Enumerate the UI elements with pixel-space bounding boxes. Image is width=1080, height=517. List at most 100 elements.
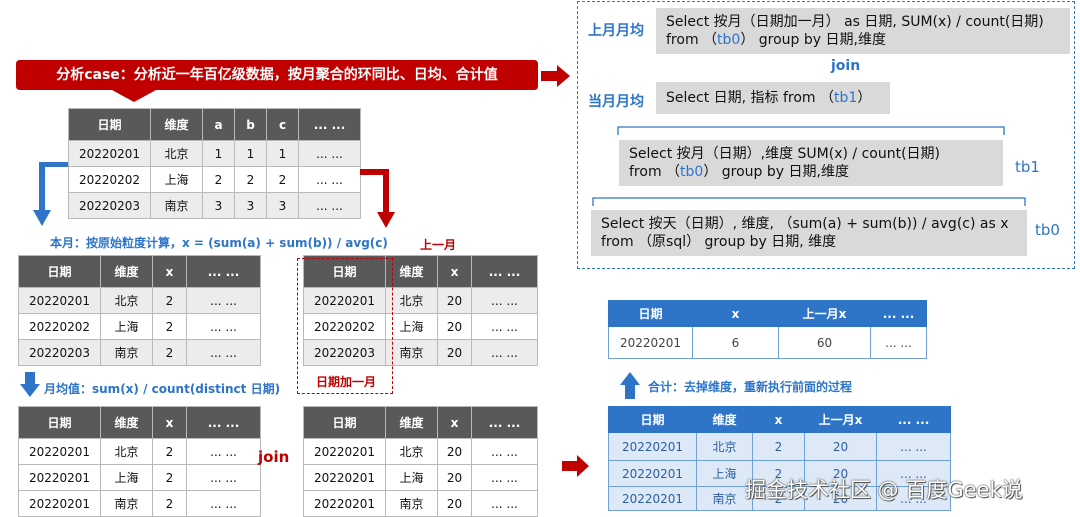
cell: 2 <box>152 464 187 491</box>
cell: 1 <box>234 140 267 167</box>
banner-text: 分析case：分析近一年百亿级数据，按月聚合的环同比、日均、合计值 <box>56 67 498 83</box>
sql-line: Select 按天（日期）, 维度, （sum(a) + sum(b)) / a… <box>601 216 1009 232</box>
blue-elbow-arrow-icon <box>33 162 68 226</box>
header-cell: ... ... <box>298 108 361 141</box>
header-cell: 上一月x <box>778 300 871 327</box>
banner-shape <box>16 60 538 102</box>
header-cell: a <box>202 108 235 141</box>
up-arrow-icon <box>620 372 640 399</box>
sql-panel <box>577 1 1075 269</box>
cell: ... ... <box>186 464 261 491</box>
cell: ... ... <box>298 192 361 219</box>
cell: 20 <box>804 460 877 487</box>
header-cell: ... ... <box>471 406 538 439</box>
sql-text: Select 日期, 指标 from （ <box>666 90 835 106</box>
header-cell: 维度 <box>100 406 153 439</box>
sql-line: Select 按月（日期加一月） as 日期, SUM(x) / count(日… <box>666 14 1044 30</box>
sql-text: from （ <box>666 32 718 48</box>
sql-line: from （tb0） group by 日期,维度 <box>629 163 993 181</box>
cell: 上海 <box>385 464 438 491</box>
cell: 2 <box>234 166 267 193</box>
cell: 20 <box>437 313 472 340</box>
header-cell: 日期 <box>18 255 101 288</box>
cell: 20 <box>437 490 472 517</box>
cell: 20220201 <box>608 432 697 461</box>
cell: ... ... <box>298 166 361 193</box>
cell: 20220201 <box>68 140 151 167</box>
cell: ... ... <box>876 486 951 511</box>
prev-month-label: 上一月 <box>420 238 457 252</box>
bracket-line <box>592 197 1026 206</box>
cell: 20220203 <box>18 339 101 366</box>
cell: 2 <box>752 432 805 461</box>
cell: 2 <box>202 166 235 193</box>
cell: 20220201 <box>303 438 386 465</box>
sql-line: Select 按月（日期）,维度 SUM(x) / count(日期) <box>629 146 941 162</box>
join-label: join <box>258 448 290 466</box>
header-cell: x <box>692 300 779 327</box>
cell: 2 <box>152 438 187 465</box>
cell: 南京 <box>100 339 153 366</box>
tb0-tag: tb0 <box>1035 221 1060 239</box>
cell: 20220201 <box>608 486 697 511</box>
tb1-tag: tb1 <box>1015 158 1040 176</box>
cell: ... ... <box>186 490 261 517</box>
cell: 上海 <box>100 313 153 340</box>
header-cell: 维度 <box>385 406 438 439</box>
cell: 20220201 <box>18 287 101 314</box>
header-cell: 日期 <box>68 108 151 141</box>
cell: 北京 <box>100 287 153 314</box>
header-cell: 日期 <box>18 406 101 439</box>
cell: 上海 <box>385 313 438 340</box>
red-elbow-arrow-icon <box>360 169 395 228</box>
sql-this-month-box: Select 日期, 指标 from （tb1） <box>656 82 890 114</box>
down-arrow-icon <box>20 372 40 397</box>
cell: 20220201 <box>18 438 101 465</box>
sql-join-label: join <box>831 58 861 74</box>
date-plus-month-label: 日期加一月 <box>316 375 377 389</box>
cell: 北京 <box>696 432 753 461</box>
header-cell: ... ... <box>471 255 538 288</box>
cell: 20 <box>437 464 472 491</box>
cell: 南京 <box>385 339 438 366</box>
watermark-text: 掘金技术社区 @ 百度Geek说 <box>745 478 1023 502</box>
header-cell: 日期 <box>303 406 386 439</box>
cell: 1 <box>266 140 299 167</box>
cell: ... ... <box>186 339 261 366</box>
cell: 南京 <box>150 192 203 219</box>
cell: 3 <box>202 192 235 219</box>
cell: 20220203 <box>68 192 151 219</box>
cell: ... ... <box>870 326 927 359</box>
sql-ref-tb0: tb0 <box>680 164 704 180</box>
cell: 上海 <box>100 464 153 491</box>
step-current-label: 本月：按原始粒度计算，x = (sum(a) + sum(b)) / avg(c… <box>50 236 388 250</box>
cell: ... ... <box>186 287 261 314</box>
sql-line: from （tb0） group by 日期,维度 <box>666 31 1060 49</box>
sql-text: from （ <box>629 164 681 180</box>
sql-ref-tb0: tb0 <box>717 32 741 48</box>
cell: 3 <box>266 192 299 219</box>
header-cell: 维度 <box>385 255 438 288</box>
total-label: 合计：去掉维度，重新执行前面的过程 <box>648 380 853 394</box>
cell: 20220202 <box>18 313 101 340</box>
header-cell: 上一月x <box>804 406 877 433</box>
cell: 6 <box>692 326 779 359</box>
sql-text: ） group by 日期,维度 <box>703 164 849 180</box>
cell: 2 <box>266 166 299 193</box>
header-cell: c <box>266 108 299 141</box>
cell: ... ... <box>471 339 538 366</box>
header-cell: ... ... <box>876 406 951 433</box>
